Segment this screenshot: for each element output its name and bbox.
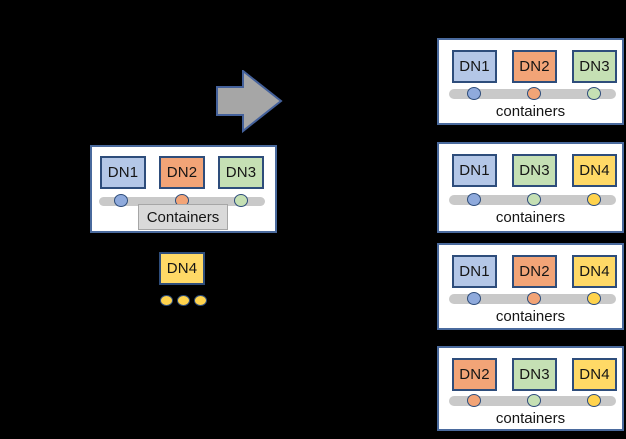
new-datanode-box: DN4 xyxy=(159,252,205,285)
datanode-box: DN4 xyxy=(572,358,617,391)
datanode-box: DN1 xyxy=(452,50,497,83)
datanode-box: DN2 xyxy=(452,358,497,391)
datanode-box: DN2 xyxy=(512,50,557,83)
datanode-box: DN1 xyxy=(452,255,497,288)
datanode-label: DN1 xyxy=(459,162,490,179)
datanode-label: DN2 xyxy=(459,366,490,383)
datanode-label: DN1 xyxy=(459,58,490,75)
containers-caption: containers xyxy=(495,308,566,325)
replica-set-panel-4: DN2 DN3 DN4 containers xyxy=(437,346,624,431)
transition-arrow xyxy=(215,68,283,134)
datanode-box: DN1 xyxy=(100,156,146,189)
replica-set-panel-1: DN1 DN2 DN3 containers xyxy=(437,38,624,125)
container-replica-dot xyxy=(527,193,541,206)
datanode-label: DN4 xyxy=(579,162,610,179)
container-replica-dot xyxy=(467,87,481,100)
datanode-label: DN2 xyxy=(166,164,198,181)
datanode-label: DN4 xyxy=(166,260,198,277)
replica-set-panel-3: DN1 DN2 DN4 containers xyxy=(437,243,624,330)
datanode-label: DN1 xyxy=(107,164,139,181)
pending-container-dot xyxy=(194,295,207,306)
datanode-box: DN3 xyxy=(572,50,617,83)
datanode-label: DN4 xyxy=(579,366,610,383)
replica-set-panel-2: DN1 DN3 DN4 containers xyxy=(437,142,624,233)
container-replica-dot xyxy=(587,394,601,407)
container-replica-dot xyxy=(527,394,541,407)
container-replica-dot xyxy=(587,292,601,305)
datanode-label: DN4 xyxy=(579,263,610,280)
datanode-label: DN3 xyxy=(579,58,610,75)
datanode-box: DN4 xyxy=(572,255,617,288)
container-replica-dot xyxy=(467,394,481,407)
pending-container-dot xyxy=(160,295,173,306)
left-cluster-panel: DN1 DN2 DN3 Containers xyxy=(90,145,277,233)
containers-caption: containers xyxy=(495,410,566,427)
container-replica-dot xyxy=(527,292,541,305)
datanode-box: DN2 xyxy=(512,255,557,288)
datanode-label: DN3 xyxy=(519,162,550,179)
right-arrow-icon xyxy=(216,68,283,134)
datanode-label: DN2 xyxy=(519,263,550,280)
datanode-box: DN3 xyxy=(218,156,264,189)
containers-caption: containers xyxy=(495,209,566,226)
container-replica-dot xyxy=(587,193,601,206)
containers-caption: containers xyxy=(495,103,566,120)
container-replica-dot xyxy=(234,194,248,207)
datanode-label: DN1 xyxy=(459,263,490,280)
datanode-label: DN2 xyxy=(519,58,550,75)
containers-label: Containers xyxy=(146,208,220,226)
datanode-box: DN3 xyxy=(512,154,557,187)
datanode-box: DN3 xyxy=(512,358,557,391)
datanode-label: DN3 xyxy=(225,164,257,181)
container-replica-dot xyxy=(587,87,601,100)
datanode-box: DN1 xyxy=(452,154,497,187)
container-replica-dot xyxy=(467,193,481,206)
container-replica-dot xyxy=(467,292,481,305)
container-replica-dot xyxy=(114,194,128,207)
datanode-box: DN4 xyxy=(572,154,617,187)
containers-label-box: Containers xyxy=(138,204,228,230)
datanode-label: DN3 xyxy=(519,366,550,383)
pending-container-dot xyxy=(177,295,190,306)
datanode-box: DN2 xyxy=(159,156,205,189)
container-replica-dot xyxy=(527,87,541,100)
